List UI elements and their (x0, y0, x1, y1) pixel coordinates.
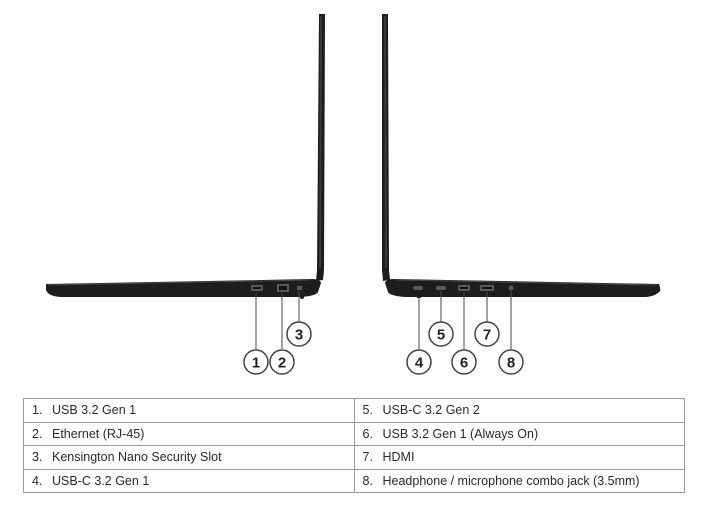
callout-number: 7 (483, 327, 491, 344)
callout-number: 2 (278, 355, 286, 372)
port-cell-6: 6. USB 3.2 Gen 1 (Always On) (353, 421, 685, 446)
callout-number: 6 (460, 355, 468, 372)
table-row: 4. USB-C 3.2 Gen 1 8. Headphone / micropho… (23, 468, 685, 493)
table-row: 1. USB 3.2 Gen 1 5. USB-C 3.2 Gen 2 (23, 398, 685, 423)
right-laptop-base (385, 279, 661, 297)
port-label: Headphone / microphone combo jack (3.5mm… (382, 473, 640, 488)
laptop-ports-diagram: 1 2 3 4 5 6 7 8 (46, 14, 661, 375)
callout-5: 5 (428, 321, 454, 347)
callout-number: 5 (437, 327, 445, 344)
callout-8: 8 (498, 349, 524, 375)
port-label: Ethernet (RJ-45) (52, 426, 145, 441)
callout-3: 3 (286, 321, 312, 347)
usb-c-gen1-port-icon (413, 286, 423, 290)
port-number: 4. (32, 473, 43, 488)
callout-number: 4 (415, 355, 424, 372)
port-cell-5: 5. USB-C 3.2 Gen 2 (353, 398, 685, 423)
table-row: 2. Ethernet (RJ-45) 6. USB 3.2 Gen 1 (Alwa… (23, 421, 685, 446)
port-cell-3: 3. Kensington Nano Security Slot (23, 445, 355, 470)
security-slot-icon (297, 286, 302, 290)
port-number: 5. (362, 403, 373, 418)
callout-lines (255, 291, 512, 349)
port-cell-1: 1. USB 3.2 Gen 1 (23, 398, 355, 423)
port-label: USB-C 3.2 Gen 1 (52, 473, 150, 488)
audio-jack-icon (508, 285, 514, 291)
port-label: USB-C 3.2 Gen 2 (382, 403, 480, 418)
port-label: HDMI (382, 450, 415, 465)
port-label: USB 3.2 Gen 1 (Always On) (382, 426, 539, 441)
port-number: 2. (32, 426, 43, 441)
port-number: 3. (32, 450, 43, 465)
port-cell-2: 2. Ethernet (RJ-45) (23, 421, 355, 446)
right-side-laptop (382, 14, 661, 299)
port-label: Kensington Nano Security Slot (52, 450, 222, 465)
callout-number: 1 (252, 355, 260, 372)
callout-7: 7 (474, 321, 500, 347)
port-cell-7: 7. HDMI (353, 445, 685, 470)
port-cell-4: 4. USB-C 3.2 Gen 1 (23, 468, 355, 493)
port-number: 6. (362, 426, 373, 441)
table-row: 3. Kensington Nano Security Slot 7. HDMI (23, 445, 685, 470)
port-number: 8. (362, 473, 373, 488)
callout-4: 4 (406, 349, 432, 375)
callout-number: 3 (295, 327, 303, 344)
port-label: USB 3.2 Gen 1 (52, 403, 137, 418)
callout-1: 1 (243, 349, 269, 375)
left-side-laptop (46, 14, 325, 299)
callout-2: 2 (269, 349, 295, 375)
callout-number: 8 (507, 355, 515, 372)
callout-6: 6 (451, 349, 477, 375)
port-cell-8: 8. Headphone / microphone combo jack (3.5… (353, 468, 685, 493)
usb-c-gen2-port-icon (436, 286, 446, 290)
port-number: 7. (362, 450, 373, 465)
port-number: 1. (32, 403, 43, 418)
ports-legend-table: 1. USB 3.2 Gen 1 5. USB-C 3.2 Gen 2 2. Ethe… (23, 398, 685, 493)
